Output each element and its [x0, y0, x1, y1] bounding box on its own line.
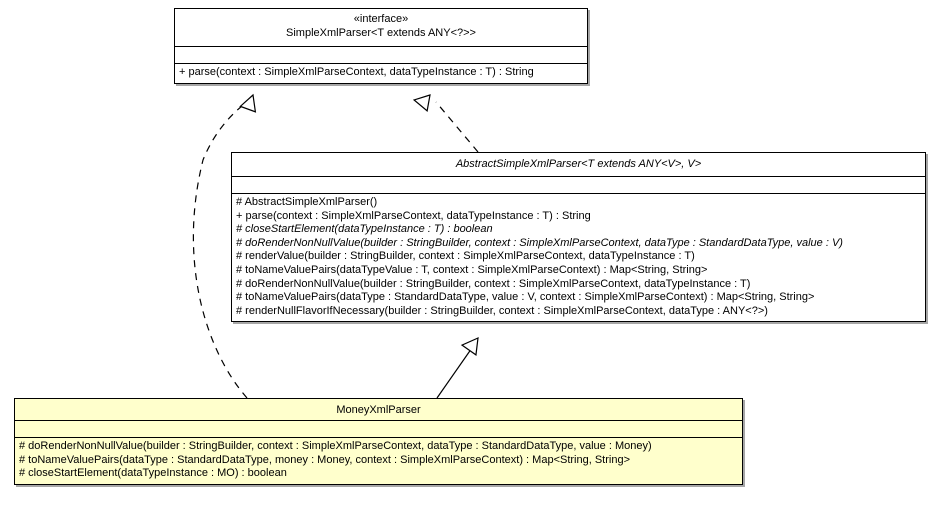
operation-item: # doRenderNonNullValue(builder : StringB…: [236, 236, 843, 249]
operation-item: # doRenderNonNullValue(builder : StringB…: [19, 440, 652, 452]
operation-item: # closeStartElement(dataTypeInstance : M…: [19, 467, 287, 480]
operation-item: # toNameValuePairs(dataTypeValue : T, co…: [236, 263, 708, 276]
operation-item: # closeStartElement(dataTypeInstance : T…: [236, 223, 493, 236]
operation-item: # toNameValuePairs(dataType : StandardDa…: [19, 453, 630, 466]
operations-compartment-moneyxmlparser: # doRenderNonNullValue(builder : StringB…: [15, 438, 742, 484]
operations-compartment-abstractsimplexmlparser: # AbstractSimpleXmlParser() + parse(cont…: [232, 194, 925, 321]
class-name-label: SimpleXmlParser<T extends ANY<?>>: [286, 27, 476, 39]
attributes-compartment-abstractsimplexmlparser: [232, 177, 925, 194]
class-name-label: MoneyXmlParser: [336, 404, 421, 416]
hollow-triangle-arrowhead-icon: [412, 94, 431, 112]
generalization-money-to-abstract: [436, 337, 479, 399]
operation-item: # renderNullFlavorIfNecessary(builder : …: [236, 304, 768, 317]
class-box-abstractsimplexmlparser[interactable]: AbstractSimpleXmlParser<T extends ANY<V>…: [231, 152, 926, 323]
class-header-moneyxmlparser: MoneyXmlParser: [15, 399, 742, 421]
realization-abstract-to-interface: [412, 94, 479, 153]
realization-abstract-line: [435, 101, 479, 153]
attributes-compartment-moneyxmlparser: [15, 421, 742, 438]
operation-item: # toNameValuePairs(dataType : StandardDa…: [236, 291, 815, 304]
operation-item: + parse(context : SimpleXmlParseContext,…: [179, 66, 534, 78]
stereotype-label: «interface»: [353, 13, 409, 25]
class-header-simplexmlparser: «interface» SimpleXmlParser<T extends AN…: [175, 9, 587, 47]
hollow-triangle-arrowhead-icon: [460, 337, 479, 356]
operation-item: # doRenderNonNullValue(builder : StringB…: [236, 277, 751, 290]
operation-item: + parse(context : SimpleXmlParseContext,…: [236, 209, 591, 222]
hollow-triangle-arrowhead-icon: [239, 93, 257, 113]
operations-compartment-simplexmlparser: + parse(context : SimpleXmlParseContext,…: [175, 64, 587, 83]
class-name-label: AbstractSimpleXmlParser<T extends ANY<V>…: [455, 158, 702, 170]
class-box-simplexmlparser[interactable]: «interface» SimpleXmlParser<T extends AN…: [174, 8, 588, 84]
generalization-line: [436, 344, 475, 399]
class-box-moneyxmlparser[interactable]: MoneyXmlParser # doRenderNonNullValue(bu…: [14, 398, 743, 485]
operation-item: # renderValue(builder : StringBuilder, c…: [236, 250, 695, 263]
attributes-compartment-simplexmlparser: [175, 47, 587, 64]
operation-item: # AbstractSimpleXmlParser(): [236, 196, 378, 208]
class-header-abstractsimplexmlparser: AbstractSimpleXmlParser<T extends ANY<V>…: [232, 153, 925, 177]
